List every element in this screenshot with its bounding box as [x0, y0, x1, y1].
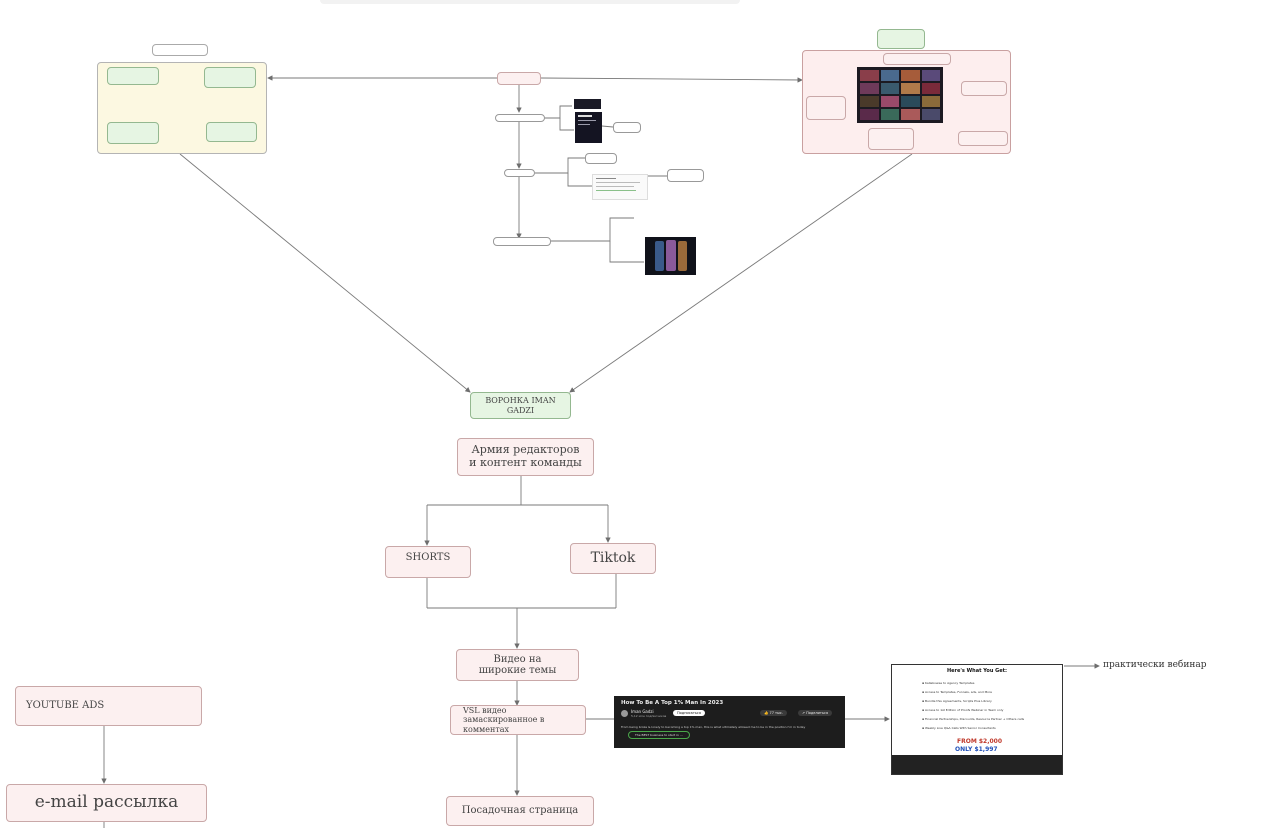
- channel-subscribers: 5,12 млн подписчиков: [631, 714, 667, 718]
- offer-title: Here's What You Get:: [946, 668, 1008, 674]
- offer-item: ▪ Bundle this Agreements, Scripts Plus L…: [922, 699, 992, 703]
- share-label: Поделиться: [806, 711, 829, 715]
- left-cluster-node-2[interactable]: [204, 67, 256, 88]
- left-cluster-node-1[interactable]: [107, 67, 159, 85]
- share-button[interactable]: ↗ Поделиться: [798, 710, 833, 716]
- center-branch-3[interactable]: [493, 237, 551, 246]
- offer-item: ▪ Financial Partnerships, Discounts, Res…: [922, 717, 1025, 721]
- vsl-node[interactable]: VSL видео замаскированное в комментах: [450, 705, 586, 735]
- offer-item: ▪ Kallebowee to Agency Templates: [922, 681, 975, 685]
- like-count: 77 тыс.: [769, 711, 783, 715]
- left-cluster-node-4[interactable]: [206, 122, 257, 142]
- center-root-node[interactable]: [497, 72, 541, 85]
- like-button[interactable]: 👍 77 тыс.: [760, 710, 787, 716]
- screenshot-thumbnail-1: [574, 99, 601, 109]
- video-broad-node[interactable]: Видео на широкие темы: [456, 649, 579, 681]
- email-node[interactable]: e-mail рассылка: [6, 784, 207, 822]
- right-cluster-node-right[interactable]: [961, 81, 1007, 96]
- new-price: ONLY $1,997: [955, 746, 998, 753]
- army-node[interactable]: Армия редакторов и контент команды: [457, 438, 594, 476]
- top-toolbar-shadow: [320, 0, 740, 4]
- right-cluster-node-left[interactable]: [806, 96, 846, 120]
- channel-avatar: [621, 710, 628, 717]
- like-icon: 👍: [764, 711, 769, 715]
- offer-item: ▪ Weekly Live Q&A Calls With Senior Cons…: [922, 726, 996, 730]
- youtube-ads-node[interactable]: YOUTUBE ADS: [15, 686, 202, 726]
- youtube-grid-thumbnail: [857, 67, 943, 123]
- screenshot-thumbnail-2: [575, 112, 602, 143]
- channel-name: Iman Gadzi: [631, 709, 654, 714]
- tiktok-node[interactable]: Tiktok: [570, 543, 656, 574]
- subscribe-button[interactable]: Подписаться: [673, 710, 705, 716]
- player-bar: [892, 755, 1062, 774]
- text-snippet-thumbnail: [592, 174, 648, 200]
- right-cluster-node-top[interactable]: [883, 53, 951, 65]
- center-branch-2[interactable]: [504, 169, 535, 177]
- center-note-3: [667, 169, 704, 182]
- right-cluster-caption: [877, 29, 925, 49]
- vsl-video-screenshot: How To Be A Top 1% Man In 2023 Iman Gadz…: [614, 696, 845, 748]
- right-cluster-node-bottom-right[interactable]: [958, 131, 1008, 146]
- edge-center-to-right-cluster: [540, 77, 803, 83]
- vsl-video-title: How To Be A Top 1% Man In 2023: [621, 700, 724, 706]
- webinar-offer-screenshot: Here's What You Get: ▪ Kallebowee to Age…: [891, 664, 1063, 775]
- center-branch-1[interactable]: [495, 114, 545, 122]
- shorts-node[interactable]: SHORTS: [385, 546, 471, 578]
- right-cluster-node-bottom[interactable]: [868, 128, 914, 150]
- share-icon: ↗: [802, 711, 805, 715]
- highlighted-comment: The BEST business to start in ...: [628, 731, 690, 739]
- edge-left-cluster-to-main: [179, 153, 471, 393]
- center-note-1: [613, 122, 641, 133]
- webinar-label: практически вебинар: [1103, 660, 1207, 670]
- center-note-2: [585, 153, 617, 164]
- landing-page-node[interactable]: Посадочная страница: [446, 796, 594, 826]
- offer-item: ▪ Access to 1st Edition of Proofs Webina…: [922, 708, 1004, 712]
- edge-right-cluster-to-main: [569, 153, 913, 393]
- left-cluster-node-3[interactable]: [107, 122, 159, 144]
- offer-items-list: ▪ Kallebowee to Agency Templates ▪ Acces…: [922, 679, 1057, 733]
- main-funnel-node[interactable]: ВОРОНКА IMAN GADZI: [470, 392, 571, 419]
- video-description: From being broke & lonely to becoming a …: [621, 725, 806, 729]
- old-price: FROM $2,000: [957, 738, 1003, 745]
- left-cluster-caption: [152, 44, 208, 56]
- phone-mockup-thumbnail: [645, 237, 696, 275]
- offer-item: ▪ Access to Templates, Funnels, ads, and…: [922, 690, 993, 694]
